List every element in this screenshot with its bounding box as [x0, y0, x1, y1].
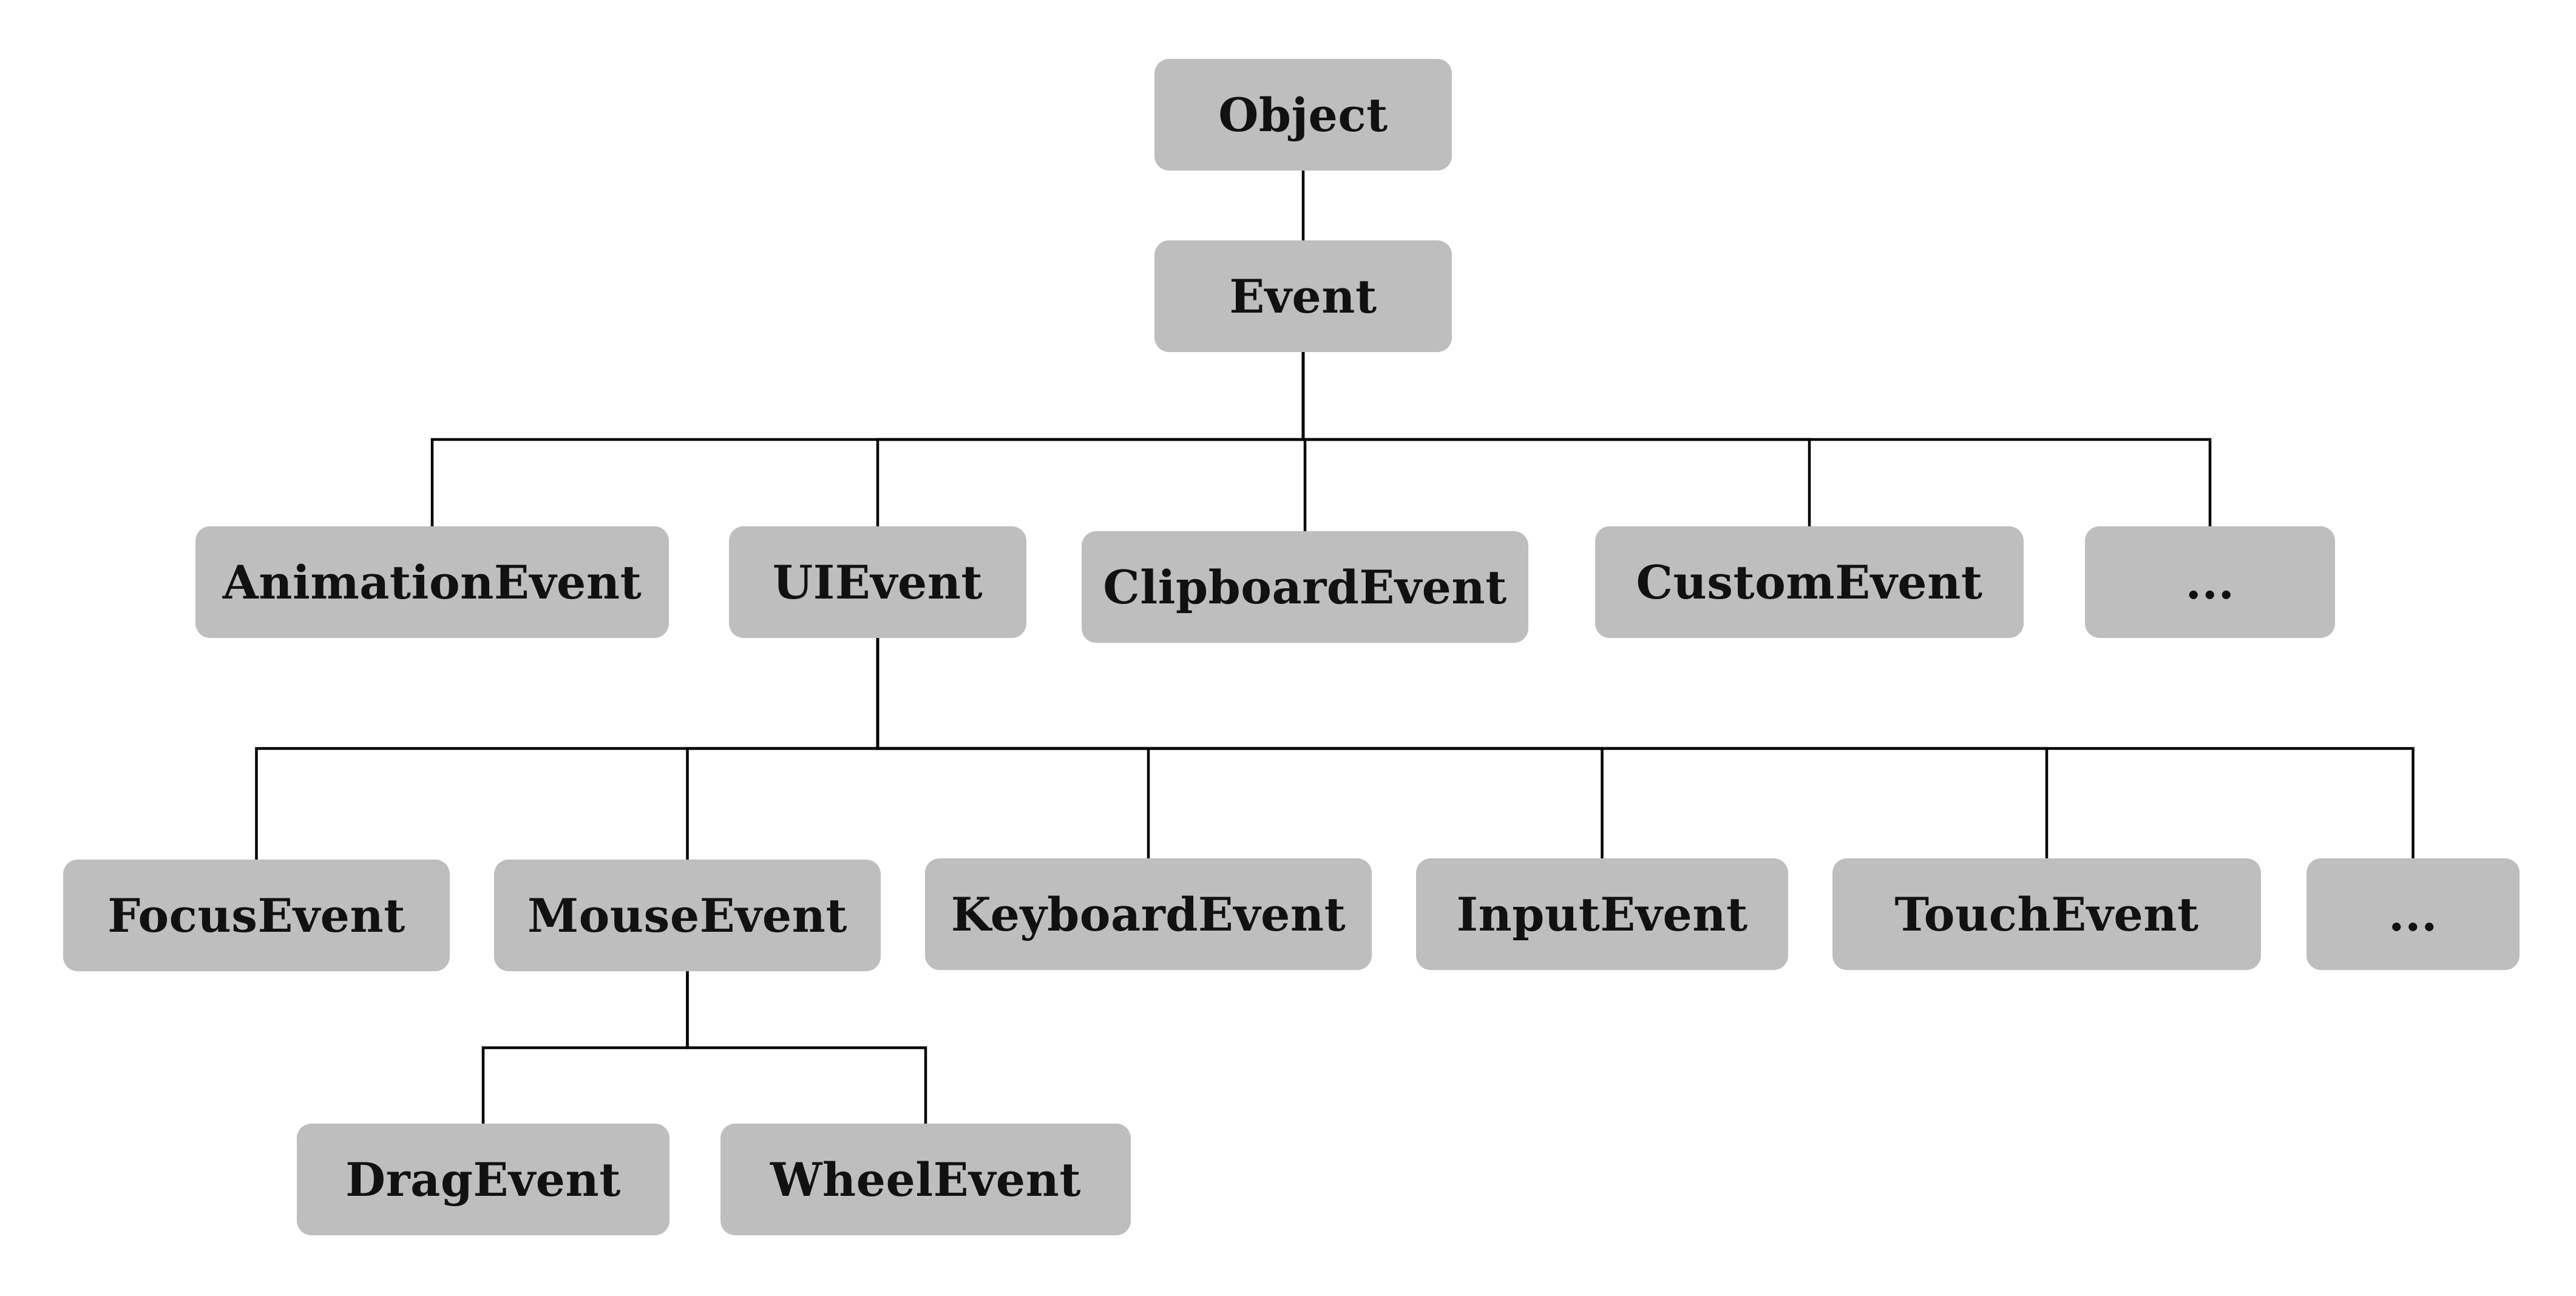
node-label: WheelEvent [770, 1152, 1081, 1207]
edge-ui-event-to-mouse-event [686, 636, 880, 861]
node-ui-event: UIEvent [729, 526, 1026, 638]
node-animation-event: AnimationEvent [195, 526, 669, 638]
node-label: Object [1218, 87, 1388, 142]
node-event-more: ... [2085, 526, 2335, 638]
node-label: ... [2388, 887, 2438, 941]
node-keyboard-event: KeyboardEvent [925, 858, 1372, 970]
node-label: AnimationEvent [222, 555, 642, 609]
node-input-event: InputEvent [1416, 858, 1788, 970]
node-label: UIEvent [772, 555, 983, 609]
node-label: DragEvent [345, 1152, 621, 1207]
edge-event-to-event-more [1301, 350, 2212, 528]
node-label: TouchEvent [1894, 887, 2199, 941]
node-event: Event [1154, 240, 1452, 352]
node-label: ClipboardEvent [1103, 560, 1507, 614]
node-touch-event: TouchEvent [1832, 858, 2261, 970]
node-label: FocusEvent [107, 888, 405, 943]
node-label: ... [2185, 555, 2235, 609]
edge-event-to-ui-event [876, 350, 1305, 528]
node-drag-event: DragEvent [297, 1124, 669, 1235]
edge-mouse-event-to-drag-event [481, 969, 689, 1125]
node-custom-event: CustomEvent [1595, 526, 2024, 638]
node-focus-event: FocusEvent [63, 860, 450, 971]
node-label: InputEvent [1456, 887, 1748, 941]
node-label: CustomEvent [1636, 555, 1983, 609]
node-label: MouseEvent [527, 888, 848, 943]
node-wheel-event: WheelEvent [720, 1124, 1131, 1235]
node-mouse-event: MouseEvent [494, 860, 881, 971]
node-clipboard-event: ClipboardEvent [1082, 531, 1528, 643]
edge-ui-event-to-ui-event-more [876, 636, 2415, 860]
node-ui-event-more: ... [2307, 858, 2520, 970]
edge-mouse-event-to-wheel-event [686, 969, 927, 1125]
node-label: KeyboardEvent [951, 887, 1346, 941]
node-object: Object [1154, 59, 1452, 171]
node-label: Event [1229, 269, 1377, 324]
